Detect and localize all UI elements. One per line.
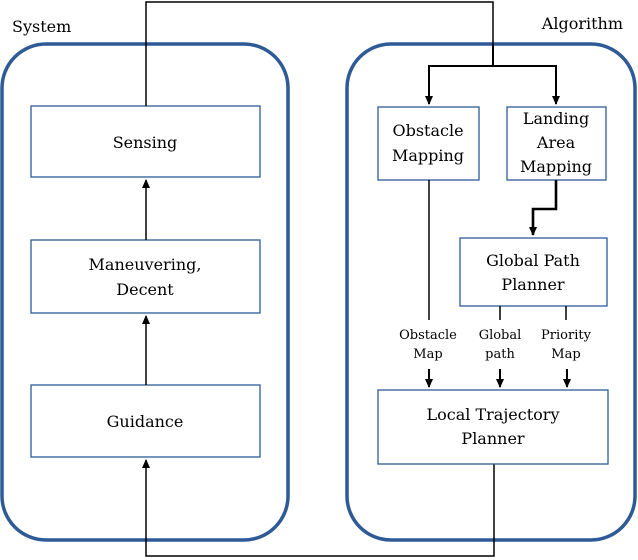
- split-to-obstacle-mapping: [425, 65, 493, 105]
- local-line2: Planner: [461, 429, 525, 448]
- landing-area-mapping-box: [506, 106, 607, 181]
- obstacle-mapping-box: [377, 106, 480, 181]
- planner-to-guidance-wire: [142, 459, 495, 557]
- sensing-to-algorithm-wire: [145, 1, 494, 106]
- global-path-label-line2: path: [485, 347, 515, 362]
- local-trajectory-planner-box: [377, 389, 609, 465]
- landing-to-global-planner: [529, 180, 558, 236]
- landing-line2: Area: [536, 133, 576, 152]
- maneuvering-box: [30, 239, 261, 314]
- landing-line3: Mapping: [520, 157, 592, 176]
- obstacle-mapping-line1: Obstacle: [392, 121, 463, 140]
- maneuvering-label-line2: Decent: [116, 280, 174, 299]
- guidance-box: [30, 384, 261, 458]
- maneuvering-label-line1: Maneuvering,: [89, 255, 202, 274]
- obstacle-map-label-line2: Map: [413, 347, 442, 362]
- priority-map-label-line1: Priority: [541, 328, 592, 343]
- algorithm-group: [345, 42, 637, 542]
- priority-map-label-line2: Map: [551, 347, 580, 362]
- global-line1: Global Path: [486, 251, 580, 270]
- split-to-landing-mapping: [493, 65, 560, 105]
- sensing-label: Sensing: [113, 133, 178, 152]
- system-group: [0, 42, 290, 542]
- guidance-label: Guidance: [107, 412, 184, 431]
- global-path-planner-box: [459, 237, 608, 307]
- local-line1: Local Trajectory: [427, 405, 560, 424]
- system-group-title: System: [12, 17, 71, 36]
- obstacle-map-label-line1: Obstacle: [399, 328, 457, 343]
- landing-line1: Landing: [523, 109, 589, 128]
- obstacle-mapping-line2: Mapping: [392, 146, 464, 165]
- global-line2: Planner: [501, 275, 565, 294]
- global-path-label-line1: Global: [479, 328, 522, 343]
- algorithm-group-title: Algorithm: [541, 14, 623, 33]
- sensing-box: [30, 105, 261, 178]
